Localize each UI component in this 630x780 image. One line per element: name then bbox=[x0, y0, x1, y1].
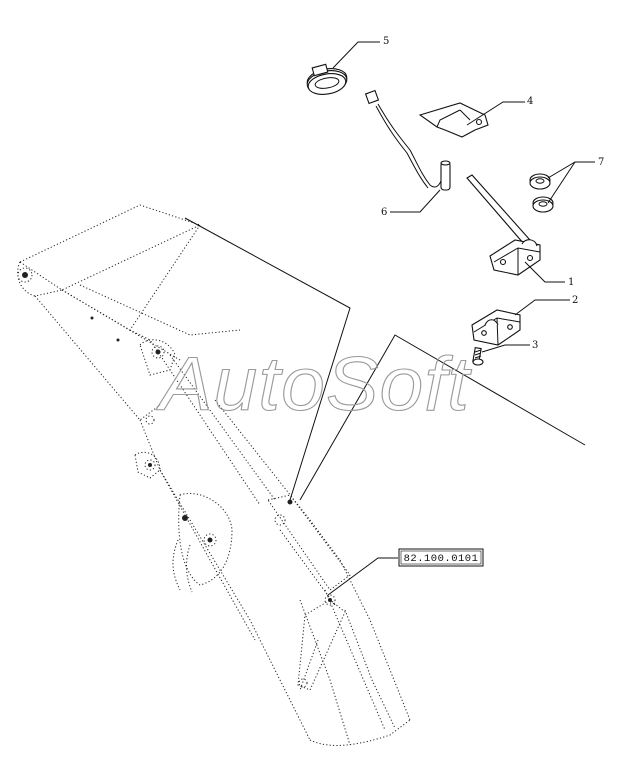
explode-guide-lines bbox=[184, 217, 586, 501]
part-6-sensor-cable bbox=[364, 89, 451, 191]
boom-arm-drawing bbox=[17, 204, 411, 746]
part-3-bolt bbox=[472, 346, 484, 366]
callout-1: 1 bbox=[568, 277, 574, 288]
callout-leaders bbox=[327, 41, 595, 596]
part-5-hose-clamp bbox=[306, 63, 348, 95]
callout-2: 2 bbox=[572, 295, 578, 306]
part-2-lower-clamp bbox=[471, 309, 521, 346]
callout-6: 6 bbox=[381, 207, 387, 218]
watermark-text: AutoSoft bbox=[156, 342, 472, 427]
callout-3: 3 bbox=[532, 340, 538, 351]
callout-labels: 5 4 6 7 1 2 3 bbox=[381, 36, 604, 351]
part-7-washers bbox=[529, 173, 554, 213]
callout-4: 4 bbox=[527, 96, 533, 107]
reference-box[interactable]: 82.100.0101 bbox=[398, 548, 484, 567]
reference-code: 82.100.0101 bbox=[404, 553, 479, 565]
callout-7: 7 bbox=[598, 157, 604, 168]
callout-5: 5 bbox=[383, 36, 389, 47]
watermark: AutoSoft bbox=[155, 341, 472, 427]
part-4-bracket-plate bbox=[418, 102, 489, 138]
part-1-clamp-with-rod bbox=[466, 174, 541, 276]
